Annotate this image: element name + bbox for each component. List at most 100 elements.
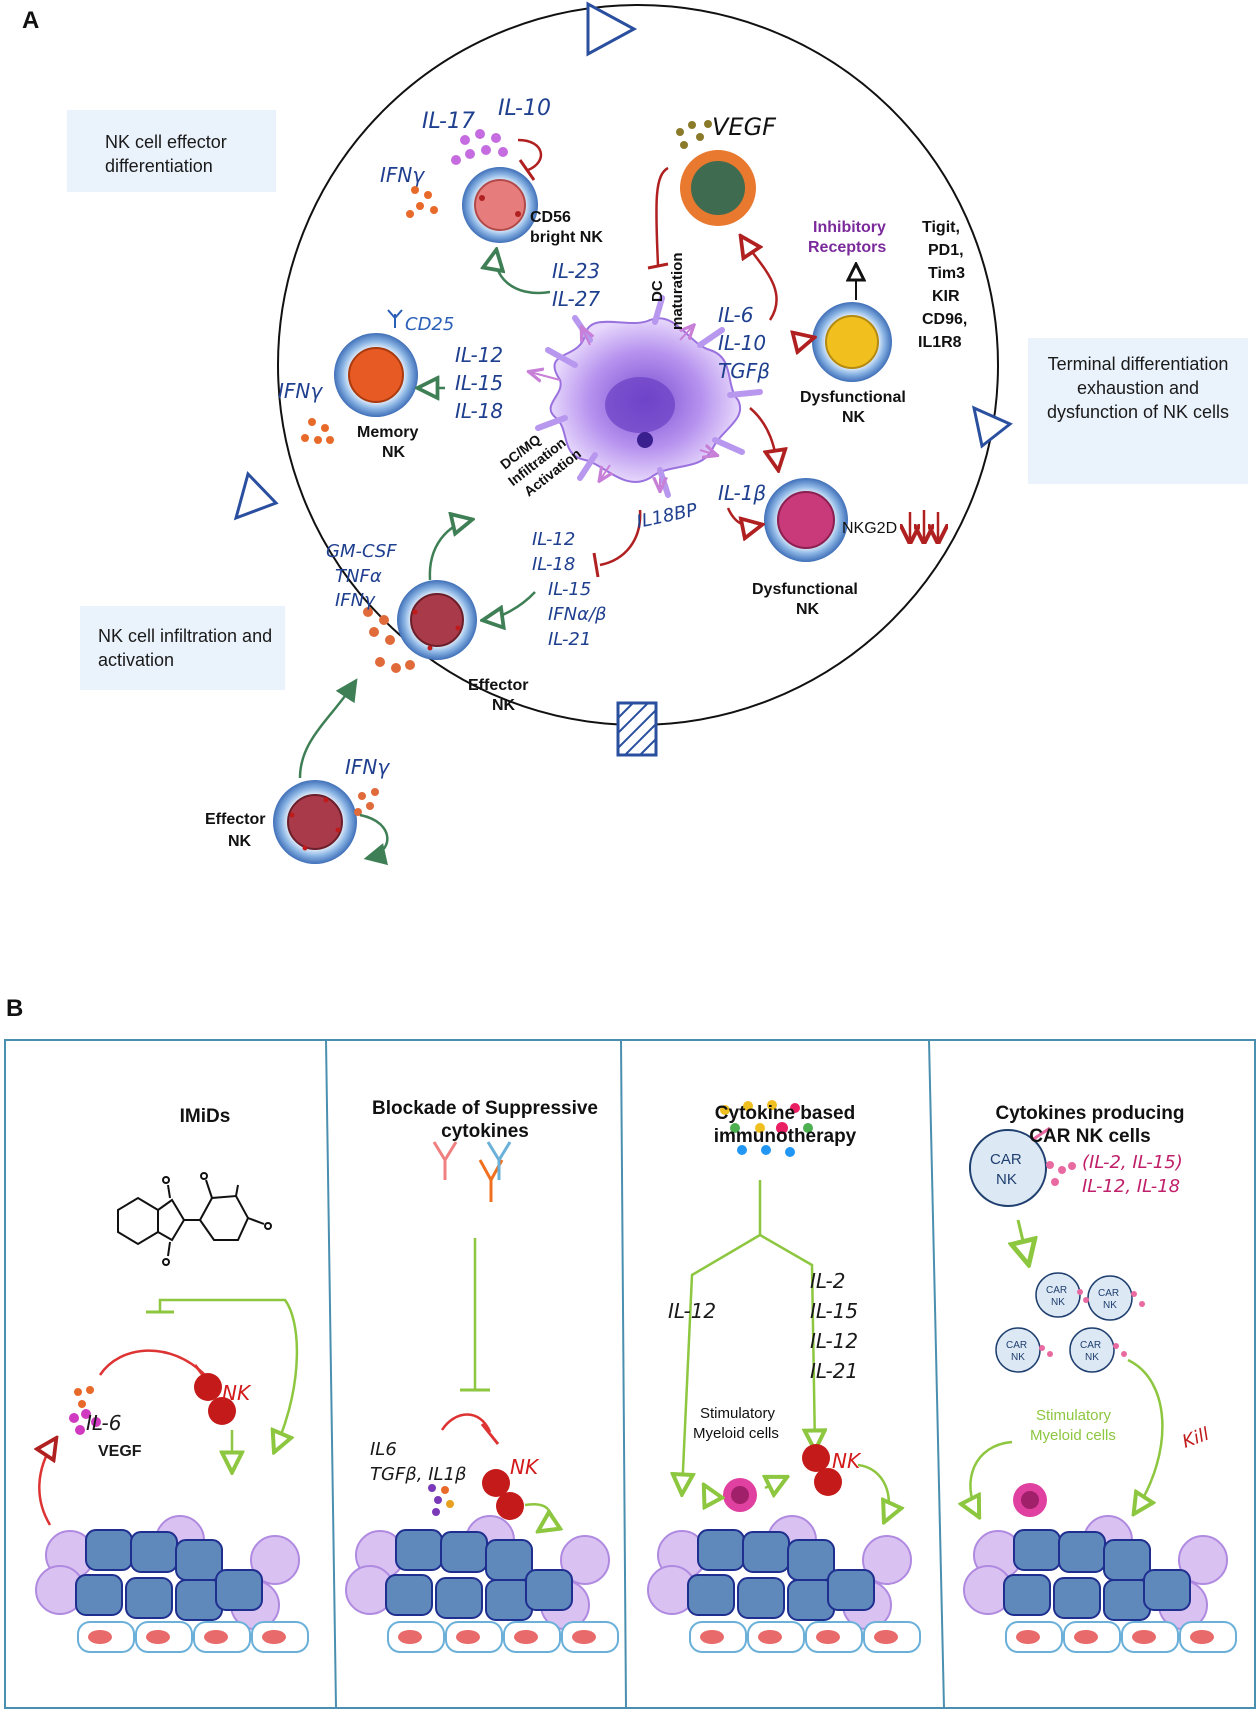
cyto-nk-label: NK <box>832 1449 862 1473</box>
car-myeloid-line2: Myeloid cells <box>1030 1427 1116 1444</box>
dysfunctional-nk-2-icon <box>764 478 848 562</box>
dys1-line1: Dysfunctional <box>800 389 906 406</box>
panel-cytokine-title: Cytokine based immunotherapy <box>713 1103 857 1147</box>
imid-red-arrow <box>39 1440 55 1526</box>
panel-b-frame <box>4 1039 1256 1709</box>
tgfb-arrow <box>804 338 812 340</box>
memory-nk-cell-icon <box>334 333 418 417</box>
tumor-cell <box>385 1574 433 1616</box>
blockade-red-bar <box>480 1423 500 1445</box>
endothelial-nucleus <box>1132 1630 1156 1644</box>
blockade-red-inhibit <box>440 1413 492 1433</box>
il1b-arrow <box>726 507 760 526</box>
blockade-il6-label: IL6 <box>370 1439 397 1460</box>
myeloid-cell <box>560 1535 610 1585</box>
vegf-inhibit-bar <box>647 262 669 270</box>
imid-nk-cells-icon <box>194 1373 236 1425</box>
eff-il15: IL-15 <box>548 579 591 600</box>
autocrine-arrow <box>359 813 389 866</box>
il12-memory-label: IL-12 <box>455 343 503 367</box>
car-nk-big-icon <box>969 1126 1051 1207</box>
car-kill-label: Kill <box>1180 1424 1212 1453</box>
ifng-dots-outer-icon <box>354 788 379 816</box>
eff-il12: IL-12 <box>532 529 575 550</box>
svg-text:PD1,: PD1, <box>928 242 964 259</box>
inhibitory-line1: Inhibitory <box>813 219 886 236</box>
car-nk-small-cells-icon <box>995 1272 1133 1373</box>
car-cyto-line1: (IL-2, IL-15) <box>1082 1152 1183 1173</box>
ifng-top-label: IFNγ <box>380 163 425 187</box>
il23-label: IL-23 <box>552 259 600 283</box>
svg-text:NK: NK <box>1011 1352 1025 1363</box>
il1b-label: IL-1β <box>718 481 766 505</box>
dc-output-arrows <box>530 326 716 490</box>
cd25-label: CD25 <box>405 314 454 335</box>
il6-label: IL-6 <box>718 303 753 327</box>
imid-vegf-dots <box>69 1409 101 1435</box>
car-nk-cytokine-dots <box>1046 1161 1076 1186</box>
vegf-cell-icon <box>680 150 756 226</box>
nkg2d-label: NKG2D <box>842 520 897 537</box>
il27-label: IL-27 <box>552 287 600 311</box>
vegf-inhibit-line <box>655 166 669 266</box>
car-cyto-line2: IL-12, IL-18 <box>1082 1176 1180 1197</box>
tumor-cell <box>787 1539 835 1581</box>
tumor-cell <box>737 1577 785 1619</box>
ifng-dots-top-icon <box>406 186 438 218</box>
svg-text:IL-2: IL-2 <box>810 1269 845 1293</box>
cytokine-right-arrow <box>759 1233 815 1448</box>
myeloid-cell <box>862 1535 912 1585</box>
cyto-myeloid-line1: Stimulatory <box>700 1405 776 1422</box>
tumor-cell <box>485 1539 533 1581</box>
svg-text:CAR: CAR <box>1098 1288 1119 1299</box>
ifng-eff-label: IFNγ <box>335 590 376 611</box>
vegf-label: VEGF <box>712 113 777 141</box>
box-effector-diff: NK cell effector differentiation <box>67 110 276 192</box>
car-myeloid-cell-icon <box>1013 1483 1047 1517</box>
imid-inhibit-red <box>98 1349 206 1376</box>
svg-text:CD96,: CD96, <box>922 311 967 328</box>
cd56-line2: bright NK <box>530 229 603 246</box>
box-terminal: Terminal differentiation exhaustion and … <box>1028 338 1248 484</box>
dys2-line2: NK <box>796 601 820 618</box>
car-expansion-arrow <box>1018 1219 1028 1262</box>
tumor-cell <box>175 1539 223 1581</box>
endothelial-nucleus <box>456 1630 480 1644</box>
eff-ifnab: IFNα/β <box>548 604 607 625</box>
imid-nk-arrow <box>158 1298 299 1450</box>
endothelial-nucleus <box>514 1630 538 1644</box>
tumor-cell <box>1053 1577 1101 1619</box>
car-big-line1: CAR <box>990 1151 1022 1168</box>
myeloid-to-nk-arrow <box>765 1478 785 1488</box>
endothelial-nucleus <box>874 1630 898 1644</box>
effector-cytokine-arrow <box>485 591 536 620</box>
eff-inner-line1: Effector <box>468 677 528 694</box>
imid-molecule-icon <box>117 1172 272 1266</box>
il18bp-label: IL18BP <box>635 500 700 533</box>
eff-inner-line2: NK <box>492 697 516 714</box>
svg-text:CAR: CAR <box>1046 1285 1067 1296</box>
il10-b-label: IL-10 <box>718 331 766 355</box>
tumor-cell <box>85 1529 133 1571</box>
imid-il6-dots <box>74 1386 94 1408</box>
il10-inhibit-arrow <box>517 138 543 172</box>
effector-nk-inner-icon <box>397 580 477 660</box>
tumor-cell <box>687 1574 735 1616</box>
tumor-cell <box>75 1574 123 1616</box>
svg-text:Tigit,: Tigit, <box>922 219 960 236</box>
box-infiltration: NK cell infiltration and activation <box>80 606 285 690</box>
cyto-myeloid-line2: Myeloid cells <box>693 1425 779 1442</box>
il18-memory-label: IL-18 <box>455 399 503 423</box>
infiltration-arrow <box>298 678 358 779</box>
svg-text:NK: NK <box>1085 1352 1099 1363</box>
tnfa-label: TNFα <box>335 566 382 587</box>
endothelial-nucleus <box>262 1630 286 1644</box>
il23-arrow <box>495 252 551 295</box>
panel-blockade-title: Blockade of Suppressive cytokines <box>372 1098 598 1142</box>
svg-text:IL1R8: IL1R8 <box>918 334 962 351</box>
inhibitory-line2: Receptors <box>808 239 886 256</box>
tissue-column <box>963 1515 1237 1653</box>
blockade-nk-arrow <box>524 1502 550 1530</box>
vegf-cell-arrow <box>742 238 778 321</box>
